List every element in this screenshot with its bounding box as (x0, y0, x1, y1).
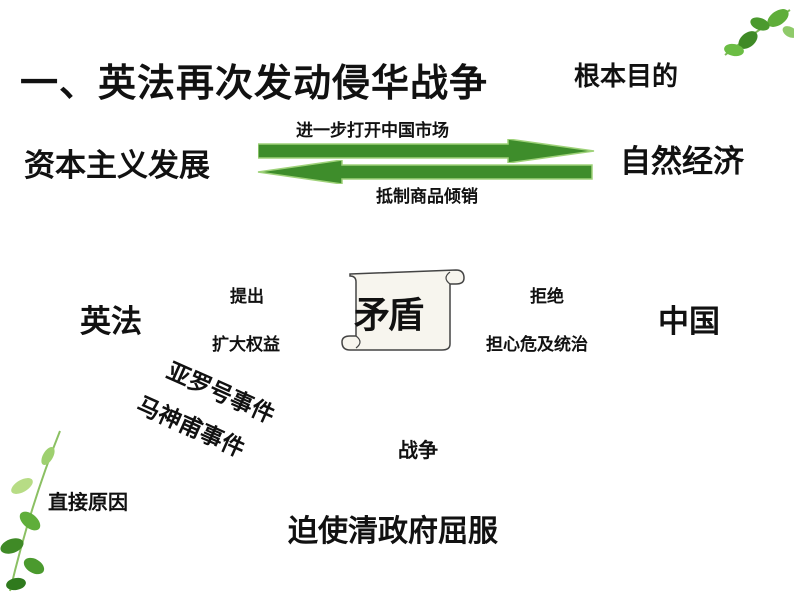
direct-cause-label: 直接原因 (48, 490, 128, 514)
contradiction-label: 矛盾 (354, 295, 424, 336)
resist-dumping-label: 抵制商品倾销 (376, 187, 478, 207)
fear-rule-threat-label: 担心危及统治 (486, 335, 588, 355)
refuse-label: 拒绝 (530, 287, 564, 307)
britain-france-label: 英法 (80, 304, 142, 340)
china-label: 中国 (658, 304, 720, 340)
expand-rights-label: 扩大权益 (212, 335, 280, 355)
natural-economy-label: 自然经济 (620, 144, 744, 180)
fundamental-purpose-label: 根本目的 (574, 62, 679, 92)
propose-label: 提出 (230, 287, 264, 307)
war-label: 战争 (398, 438, 438, 462)
leaf-decoration-bottom-left (0, 430, 61, 592)
open-market-label: 进一步打开中国市场 (296, 121, 449, 141)
scroll-icon (341, 269, 465, 351)
page-title: 一、英法再次发动侵华战争 (20, 61, 489, 105)
force-qing-submit-label: 迫使清政府屈服 (288, 514, 498, 549)
leaf-decoration-top-right (724, 9, 794, 57)
capitalism-development-label: 资本主义发展 (24, 148, 210, 184)
arrow-right-icon (258, 139, 595, 163)
arrow-left-icon (257, 160, 593, 184)
